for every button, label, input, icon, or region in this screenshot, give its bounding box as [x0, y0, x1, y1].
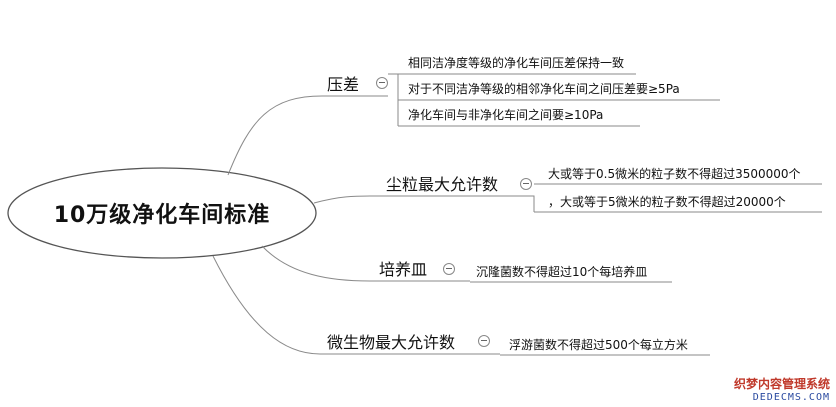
leaf-text[interactable]: 相同洁净度等级的净化车间压差保持一致 [408, 56, 625, 70]
bracket-particles [525, 195, 535, 212]
watermark-line1: 织梦内容管理系统 [733, 377, 830, 391]
collapse-toggle-icon[interactable] [376, 77, 388, 89]
watermark-line2: DEDECMS.COM [752, 392, 830, 403]
leaf-text[interactable]: ，大或等于5微米的粒子数不得超过20000个 [548, 195, 786, 209]
watermark: 织梦内容管理系统 DEDECMS.COM [734, 375, 830, 403]
leaf-text[interactable]: 对于不同洁净等级的相邻净化车间之间压差要≥5Pa [408, 82, 680, 96]
branch-curve-dish [261, 245, 470, 282]
branch-curve-particles [313, 195, 525, 204]
branch-label-dish[interactable]: 培养皿 [379, 260, 428, 279]
leaf-text[interactable]: 浮游菌数不得超过500个每立方米 [509, 338, 688, 352]
leaf-text[interactable]: 大或等于0.5微米的粒子数不得超过3500000个 [548, 167, 801, 181]
branch-curve-pressure [227, 95, 388, 176]
bracket-pressure [388, 73, 399, 126]
root-title: 10万级净化车间标准 [53, 203, 271, 228]
collapse-toggle-icon[interactable] [520, 178, 532, 190]
root-node-shape [7, 167, 317, 259]
branch-label-pressure[interactable]: 压差 [327, 75, 360, 94]
leaf-text[interactable]: 沉隆菌数不得超过10个每培养皿 [476, 265, 648, 279]
collapse-toggle-icon[interactable] [478, 335, 490, 347]
branch-label-microbe[interactable]: 微生物最大允许数 [327, 333, 456, 352]
collapse-toggle-icon[interactable] [443, 263, 455, 275]
root-node[interactable]: 10万级净化车间标准 [8, 168, 316, 258]
branch-curve-microbe [212, 255, 500, 355]
branch-label-particles[interactable]: 尘粒最大允许数 [386, 175, 499, 194]
leaf-text[interactable]: 净化车间与非净化车间之间要≥10Pa [408, 108, 604, 122]
